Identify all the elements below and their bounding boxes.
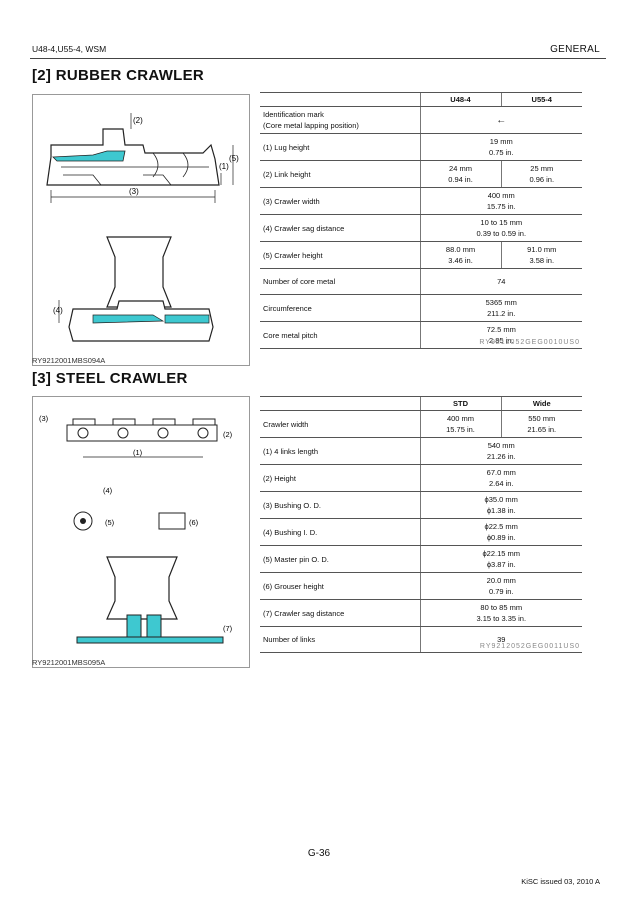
steel-crawler-figure: (3) (1) (2) (4) (5) (6) (7) <box>32 396 250 668</box>
steel-figure-code: RY9212001MBS095A <box>32 658 106 667</box>
steel-section-title: [3] STEEL CRAWLER <box>32 370 188 387</box>
row-value: 20.0 mm 0.79 in. <box>419 572 582 600</box>
row-value: 540 mm 21.26 in. <box>419 437 582 465</box>
header-model: U48-4,U55-4, WSM <box>32 44 107 54</box>
header-rule <box>30 58 606 59</box>
row-value: 5365 mm 211.2 in. <box>419 294 582 322</box>
row-label: (2) Height <box>260 464 420 492</box>
header-section: GENERAL <box>550 44 600 55</box>
row-value: 400 mm 15.75 in. <box>419 187 582 215</box>
row-value-first: 400 mm 15.75 in. <box>419 410 501 438</box>
steel-dim-label-2: (2) <box>223 430 233 439</box>
row-label: Identification mark (Core metal lapping … <box>260 106 420 134</box>
table-row: (5) Master pin O. D.ϕ22.15 mm ϕ3.87 in. <box>260 545 582 573</box>
rubber-crawler-drawing: (3) (5) (1) (2) (4) <box>46 113 239 342</box>
row-value-second: 91.0 mm 3.58 in. <box>500 241 582 269</box>
dim-label-4: (4) <box>53 306 63 315</box>
table-row: (3) Bushing O. D.ϕ35.0 mm ϕ1.38 in. <box>260 491 582 519</box>
rubber-crawler-figure: (3) (5) (1) (2) (4) <box>32 94 250 366</box>
row-label: Number of core metal <box>260 268 420 295</box>
row-label: (1) Lug height <box>260 133 420 161</box>
rubber-section-title: [2] RUBBER CRAWLER <box>32 67 205 84</box>
row-value: 39 <box>419 626 582 653</box>
row-label: (4) Bushing I. D. <box>260 518 420 546</box>
row-label: Number of links <box>260 626 420 653</box>
steel-dim-label-7: (7) <box>223 624 233 633</box>
row-value: 19 mm 0.75 in. <box>419 133 582 161</box>
dim-label-2: (2) <box>133 116 143 125</box>
steel-dim-label-4: (4) <box>103 486 113 495</box>
row-label: (3) Bushing O. D. <box>260 491 420 519</box>
row-value: 67.0 mm 2.64 in. <box>419 464 582 492</box>
column-header: U55-4 <box>500 92 582 107</box>
row-value: ← <box>419 106 582 134</box>
header-blank-cell <box>260 396 420 411</box>
row-label: Circumference <box>260 294 420 322</box>
column-header: U48-4 <box>419 92 501 107</box>
row-value: ϕ22.15 mm ϕ3.87 in. <box>419 545 582 573</box>
row-value: ϕ35.0 mm ϕ1.38 in. <box>419 491 582 519</box>
steel-dim-label-3: (3) <box>39 414 49 423</box>
row-value-first: 88.0 mm 3.46 in. <box>419 241 501 269</box>
steel-table-code: RY9212052GEG0011US0 <box>479 643 580 650</box>
row-value-second: 25 mm 0.96 in. <box>500 160 582 188</box>
row-value: 72.5 mm 2.85 in. <box>419 321 582 349</box>
table-row: Identification mark (Core metal lapping … <box>260 106 582 134</box>
row-label: Core metal pitch <box>260 321 420 349</box>
dim-label-3: (3) <box>129 187 139 196</box>
dim-label-1: (1) <box>219 162 229 171</box>
steel-dim-label-6: (6) <box>189 518 199 527</box>
column-header: Wide <box>500 396 582 411</box>
row-value: 10 to 15 mm 0.39 to 0.59 in. <box>419 214 582 242</box>
issue-note: KiSC issued 03, 2010 A <box>521 877 600 886</box>
row-value: ϕ22.5 mm ϕ0.89 in. <box>419 518 582 546</box>
row-label: (5) Crawler height <box>260 241 420 269</box>
row-label: (6) Grouser height <box>260 572 420 600</box>
rubber-figure-code: RY9212001MBS094A <box>32 356 106 365</box>
row-value-second: 550 mm 21.65 in. <box>500 410 582 438</box>
row-label: (5) Master pin O. D. <box>260 545 420 573</box>
row-value-first: 24 mm 0.94 in. <box>419 160 501 188</box>
page-number: G-36 <box>307 848 331 859</box>
row-label: (3) Crawler width <box>260 187 420 215</box>
rubber-table-code: RY9212052GEG0010US0 <box>479 339 580 346</box>
column-header: STD <box>419 396 501 411</box>
dim-label-5: (5) <box>229 154 239 163</box>
table-row: (4) Bushing I. D.ϕ22.5 mm ϕ0.89 in. <box>260 518 582 546</box>
row-label: (1) 4 links length <box>260 437 420 465</box>
row-label: (2) Link height <box>260 160 420 188</box>
row-label: Crawler width <box>260 410 420 438</box>
steel-dim-label-1: (1) <box>133 448 143 457</box>
row-label: (4) Crawler sag distance <box>260 214 420 242</box>
header-blank-cell <box>260 92 420 107</box>
steel-crawler-drawing: (3) (1) (2) (4) (5) (6) (7) <box>39 414 233 644</box>
steel-dim-label-5: (5) <box>105 518 115 527</box>
row-value: 80 to 85 mm 3.15 to 3.35 in. <box>419 599 582 627</box>
row-label: (7) Crawler sag distance <box>260 599 420 627</box>
row-value: 74 <box>419 268 582 295</box>
